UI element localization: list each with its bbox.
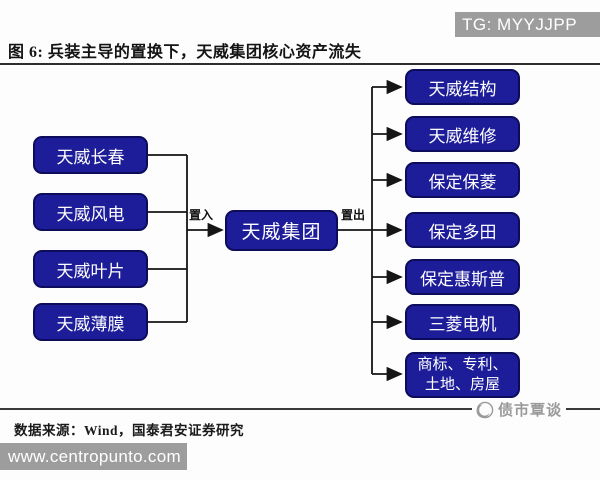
moon-face-icon bbox=[476, 401, 494, 418]
tg-watermark-badge: TG: MYYJJPP bbox=[455, 12, 600, 37]
node-tianwei-fengdian: 天威风电 bbox=[33, 193, 148, 231]
footer-divider bbox=[0, 408, 600, 410]
brand-watermark-label: 债市覃谈 bbox=[498, 402, 563, 419]
arrow-in-label: 置入 bbox=[189, 208, 214, 222]
node-tianwei-weixiu: 天威维修 bbox=[405, 116, 520, 152]
title-divider bbox=[0, 63, 600, 65]
node-tianwei-yepian: 天威叶片 bbox=[33, 250, 148, 288]
site-watermark-bar: www.centropunto.com bbox=[0, 443, 187, 470]
node-tianwei-jiegou: 天威结构 bbox=[405, 69, 520, 105]
node-tianwei-baomo: 天威薄膜 bbox=[33, 303, 148, 341]
node-baoding-huisipu: 保定惠斯普 bbox=[405, 259, 520, 295]
node-baoding-duotian: 保定多田 bbox=[405, 212, 520, 248]
node-mitsubishi-electric: 三菱电机 bbox=[405, 304, 520, 340]
arrow-out-label: 置出 bbox=[341, 208, 366, 222]
data-source: 数据来源：Wind，国泰君安证券研究 bbox=[14, 423, 245, 438]
figure-title: 图 6: 兵装主导的置换下，天威集团核心资产流失 bbox=[8, 44, 362, 61]
node-tianwei-changchun: 天威长春 bbox=[33, 136, 148, 174]
brand-watermark: 债市覃谈 bbox=[472, 398, 567, 421]
node-assets-trademark-patent-land-house: 商标、专利、土地、房屋 bbox=[405, 352, 520, 398]
node-tianwei-group: 天威集团 bbox=[225, 210, 338, 251]
node-baoding-baoling: 保定保菱 bbox=[405, 162, 520, 198]
